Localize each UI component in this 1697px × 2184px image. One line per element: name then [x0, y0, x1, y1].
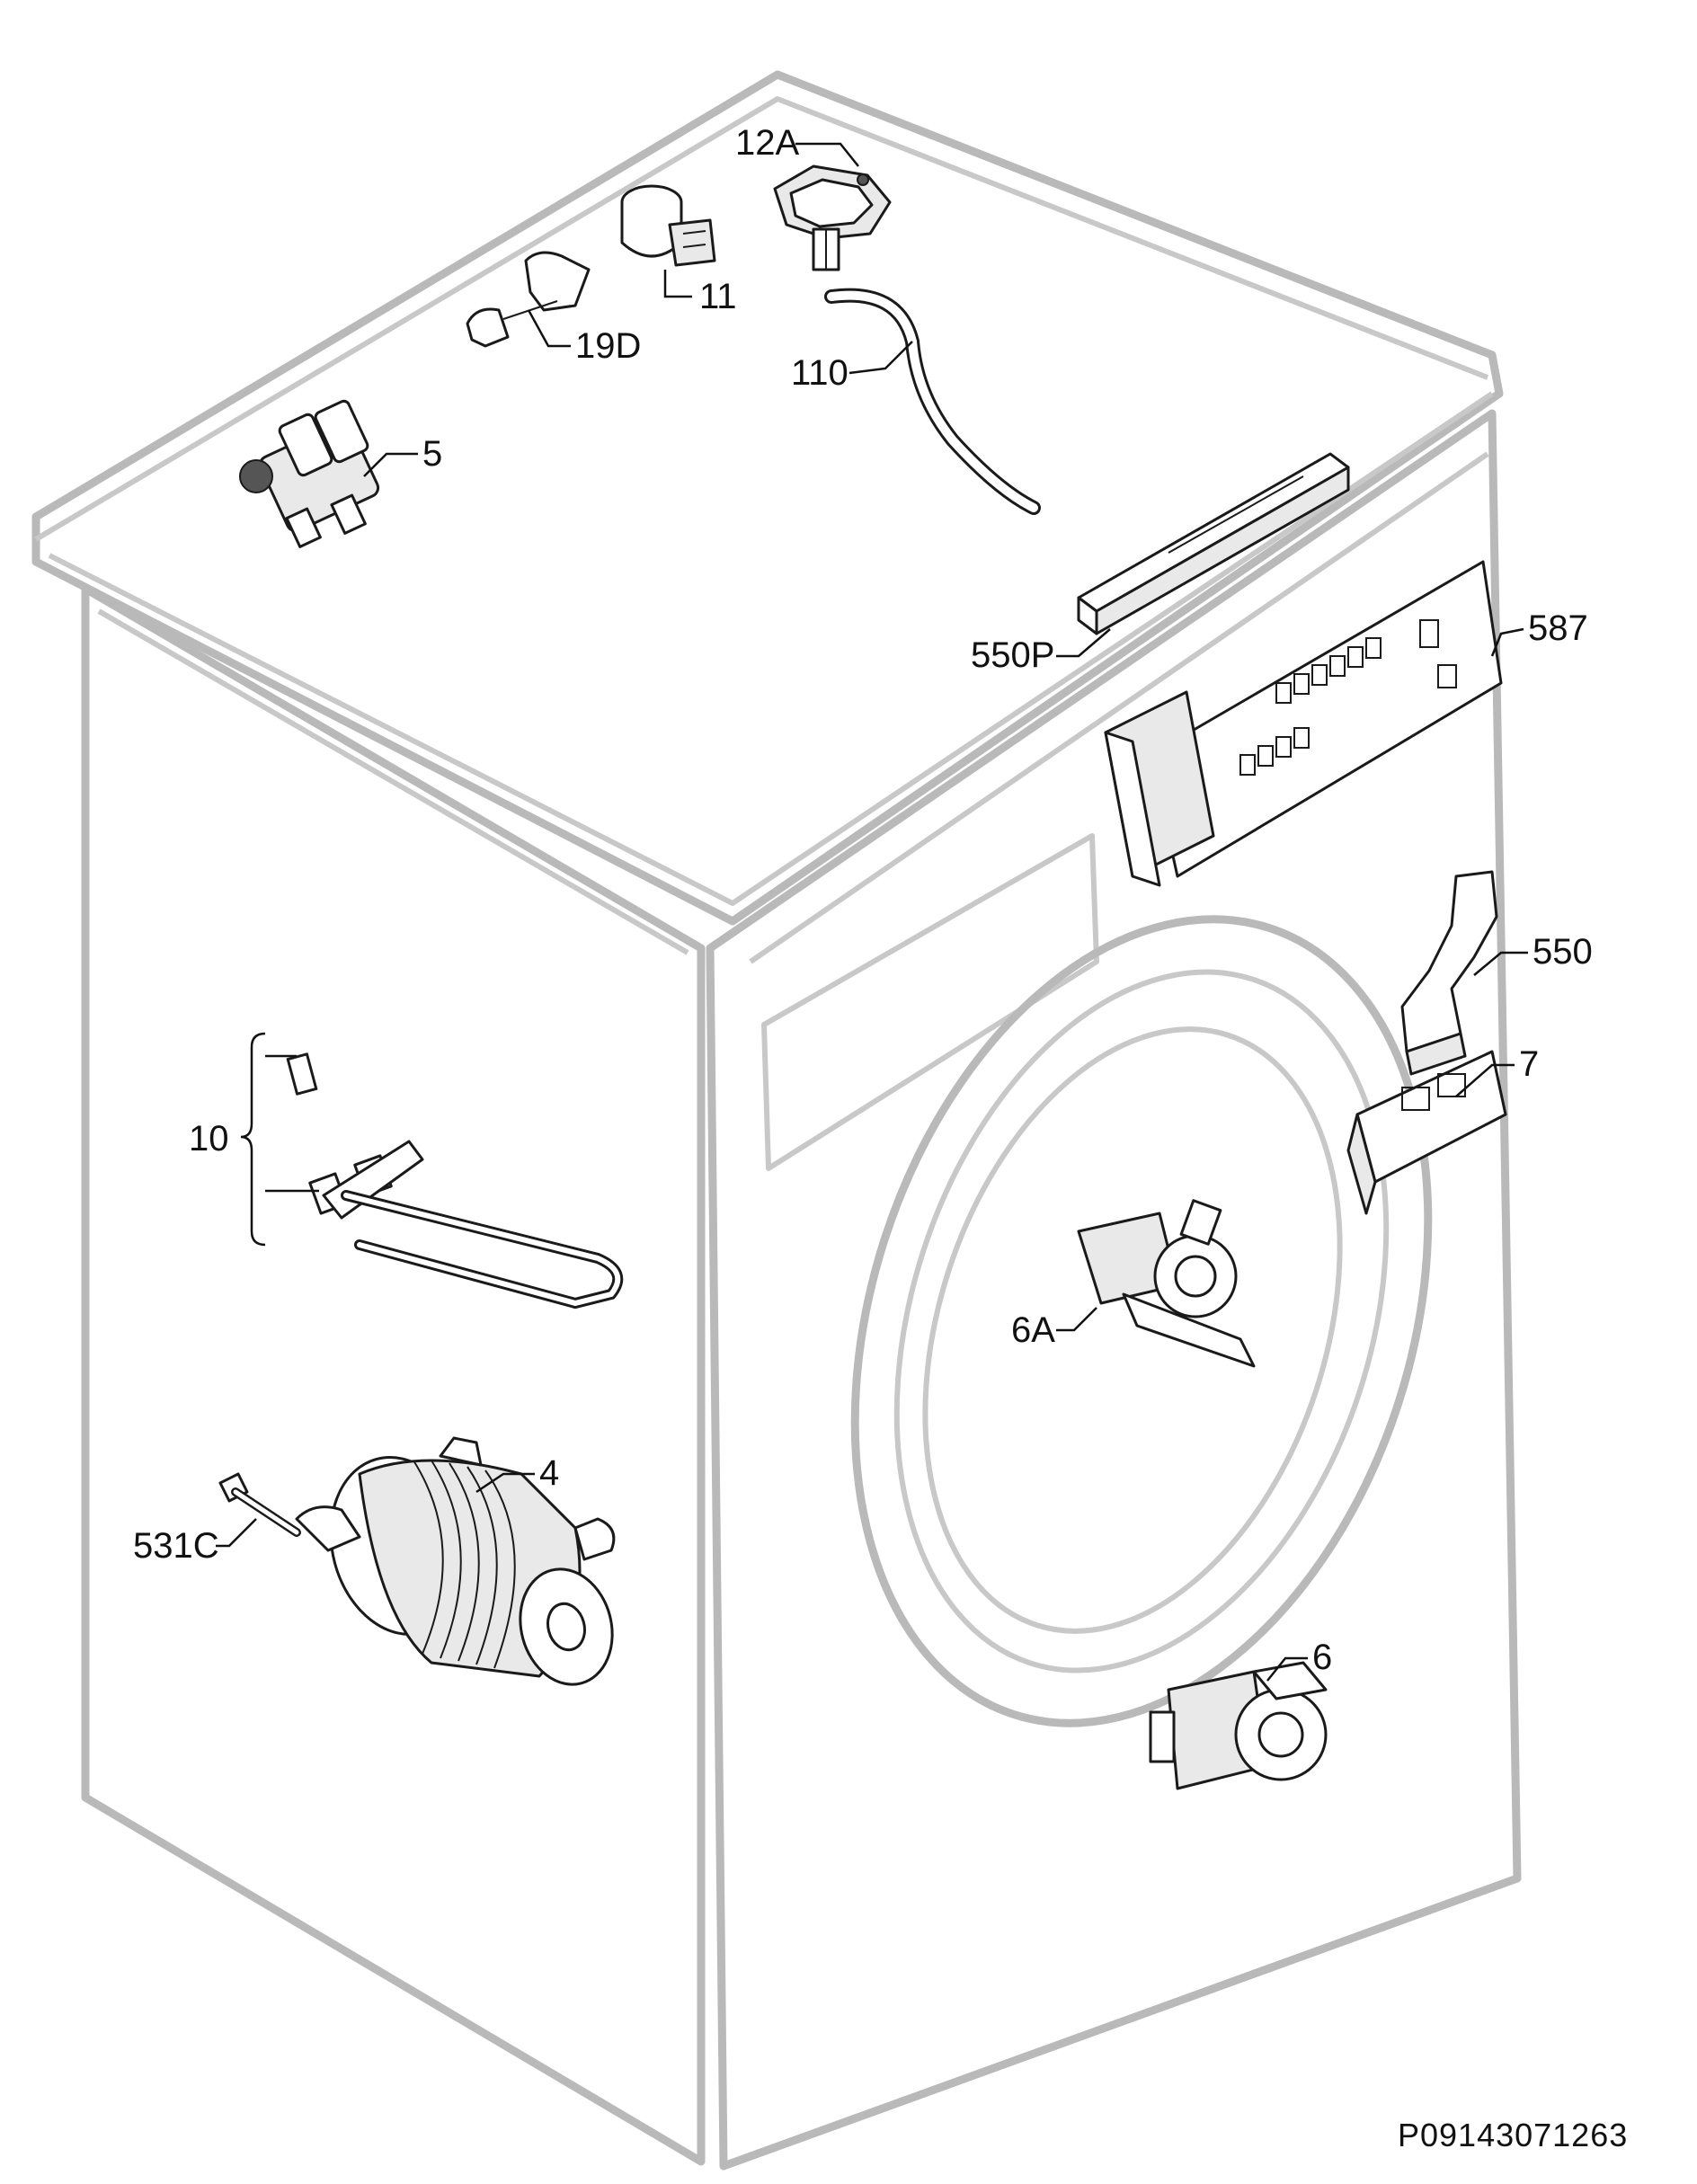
circulation-pump-part — [1149, 1661, 1328, 1790]
leader-lines — [216, 142, 1528, 1682]
callout-19D: 19D — [575, 326, 641, 366]
pressure-switch-part — [773, 164, 892, 271]
washing-machine-cabinet — [31, 70, 1522, 2171]
callout-6A: 6A — [1011, 1310, 1055, 1350]
callout-550P: 550P — [971, 635, 1054, 675]
callout-531C: 531C — [133, 1526, 219, 1566]
hose-part — [824, 288, 1041, 515]
callout-5: 5 — [422, 434, 442, 474]
inlet-valve-part — [239, 399, 380, 548]
drain-pump-part — [1077, 1199, 1256, 1368]
callout-110: 110 — [791, 353, 848, 393]
control-panel-frame-part — [1077, 452, 1350, 635]
callout-7: 7 — [1519, 1044, 1539, 1084]
callout-6: 6 — [1312, 1638, 1332, 1677]
cable-clip-part — [466, 251, 591, 348]
interference-filter-part — [620, 184, 716, 267]
callout-587: 587 — [1528, 608, 1588, 648]
callout-12A: 12A — [735, 123, 799, 163]
door-handle-lever-part — [1400, 870, 1498, 1076]
drawing-code: P09143071263 — [1398, 2117, 1628, 2153]
door-lock-part — [1346, 1050, 1507, 1215]
callout-4: 4 — [539, 1453, 559, 1493]
callout-11: 11 — [699, 277, 737, 316]
callout-550: 550 — [1533, 932, 1593, 972]
screw-part — [218, 1472, 301, 1537]
motor-part — [295, 1436, 616, 1686]
electronic-board-part — [1104, 560, 1503, 887]
heating-element-part — [286, 1052, 624, 1310]
callout-10: 10 — [189, 1119, 229, 1159]
